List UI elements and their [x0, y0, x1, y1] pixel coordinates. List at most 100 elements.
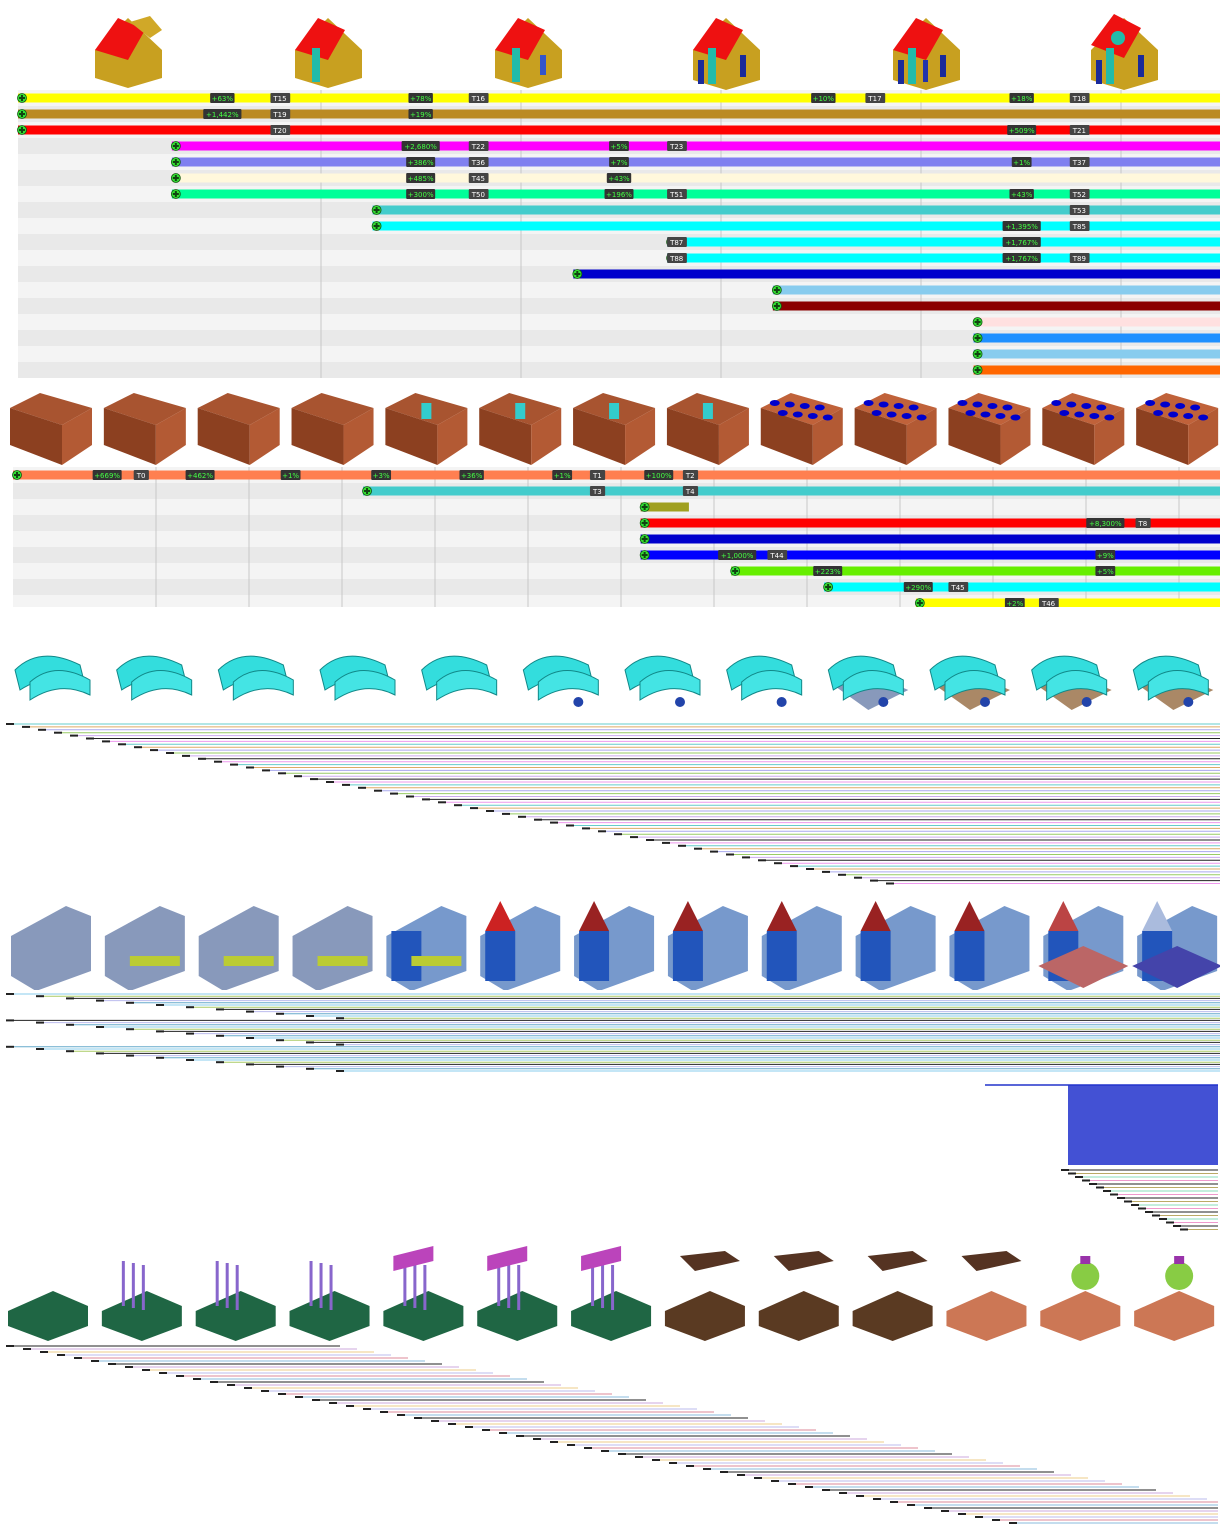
history-tick	[159, 1372, 167, 1374]
svg-text:+36%: +36%	[461, 472, 483, 480]
svg-text:+18%: +18%	[1011, 95, 1033, 103]
box-thumbnail	[666, 393, 749, 465]
history-tick	[856, 1495, 864, 1497]
history-tick	[465, 1426, 473, 1428]
history-tick	[278, 1393, 286, 1395]
history-tick	[186, 1032, 194, 1035]
svg-text:+10%: +10%	[813, 95, 835, 103]
change-percent-label: +509%	[1007, 125, 1037, 135]
change-percent-label: +18%	[1009, 93, 1034, 103]
building-lanes	[6, 1345, 1218, 1524]
engine-thumbnail	[1132, 655, 1214, 710]
history-tick	[774, 862, 782, 865]
engine-lanes	[6, 723, 1220, 885]
history-tick	[1152, 1214, 1160, 1217]
version-tag-label: T46	[1038, 598, 1059, 607]
add-marker-icon	[771, 301, 782, 311]
lane-bar	[915, 598, 1220, 607]
history-tick	[1082, 1179, 1090, 1182]
history-tick	[54, 731, 62, 734]
history-tick	[486, 810, 494, 812]
history-tick	[1131, 1204, 1139, 1206]
history-tick	[6, 723, 14, 725]
castle-thumbnail	[480, 901, 561, 990]
history-tick	[246, 1037, 254, 1039]
svg-text:T15: T15	[272, 95, 286, 103]
history-tick	[36, 995, 44, 998]
history-tick	[134, 746, 142, 749]
box-thumbnail	[760, 393, 843, 465]
add-marker-icon	[639, 502, 650, 512]
svg-text:T1: T1	[592, 472, 602, 480]
svg-text:T53: T53	[1072, 207, 1086, 215]
box-thumbnail	[479, 393, 562, 465]
castle-lanes	[6, 993, 1220, 1231]
change-percent-label: +100%	[644, 470, 674, 480]
history-tick	[907, 1504, 915, 1506]
svg-text:T51: T51	[669, 191, 683, 199]
svg-text:+1%: +1%	[554, 472, 571, 480]
change-percent-label: +19%	[408, 109, 433, 119]
svg-text:T17: T17	[867, 95, 881, 103]
history-tick	[518, 815, 526, 818]
lane-bar	[667, 237, 1220, 247]
box-thumbnail	[385, 393, 468, 465]
history-tick	[216, 1061, 224, 1064]
history-tick	[36, 1021, 44, 1024]
history-tick	[276, 1065, 284, 1068]
add-marker-icon	[17, 93, 27, 103]
history-tick	[66, 1023, 74, 1026]
add-marker-icon	[972, 365, 983, 375]
add-marker-icon	[371, 205, 382, 215]
history-tick	[96, 999, 104, 1002]
history-tick	[246, 766, 254, 769]
svg-text:+1%: +1%	[282, 472, 299, 480]
change-percent-label: +5%	[1095, 566, 1116, 576]
history-tick	[1068, 1172, 1076, 1175]
version-tag-label: T1	[589, 470, 606, 480]
box-thumbnail	[854, 393, 937, 465]
history-tick	[186, 1059, 194, 1061]
history-tick	[312, 1399, 320, 1401]
change-percent-label: +1%	[552, 470, 573, 480]
version-tag-label: T85	[1069, 221, 1090, 231]
version-tag-label: T87	[667, 237, 687, 247]
history-tick	[66, 997, 74, 1000]
house-thumbnails	[95, 14, 1158, 90]
svg-text:T18: T18	[1072, 95, 1086, 103]
history-tick	[70, 734, 78, 737]
castle-thumbnail	[1132, 901, 1220, 990]
history-tick	[838, 873, 846, 876]
box-thumbnail	[1136, 393, 1219, 465]
building-thumbnail	[758, 1251, 839, 1341]
add-marker-icon	[170, 141, 181, 151]
history-tick	[873, 1498, 881, 1500]
svg-text:+1,767%: +1,767%	[1005, 239, 1038, 247]
building-thumbnail	[195, 1261, 276, 1341]
history-tick	[1166, 1221, 1174, 1224]
svg-text:T45: T45	[950, 584, 964, 592]
lane-background	[13, 499, 1220, 515]
house-thumb-4	[693, 18, 760, 90]
house-thumb-1	[95, 16, 162, 88]
history-tick	[533, 1438, 541, 1440]
svg-text:+1,000%: +1,000%	[721, 552, 754, 560]
castle-thumbnail	[292, 906, 373, 990]
version-tag-label: T53	[1069, 205, 1090, 215]
building-thumbnails	[8, 1246, 1215, 1341]
history-tick	[1110, 1193, 1118, 1196]
change-percent-label: +43%	[1009, 189, 1034, 199]
box-thumbnail	[10, 393, 92, 465]
version-tag-label: T2	[682, 470, 699, 480]
history-tick	[422, 798, 430, 801]
version-tag-label: T3	[589, 486, 606, 496]
history-tick	[262, 769, 270, 772]
history-tick	[6, 1045, 14, 1048]
lane-bar	[640, 502, 689, 512]
box-thumbnail	[1042, 393, 1125, 465]
history-tick	[186, 1006, 194, 1009]
change-percent-label: +290%	[903, 582, 933, 592]
dense-history-block	[1068, 1085, 1218, 1165]
svg-text:+43%: +43%	[1011, 191, 1033, 199]
history-tick	[329, 1402, 337, 1404]
